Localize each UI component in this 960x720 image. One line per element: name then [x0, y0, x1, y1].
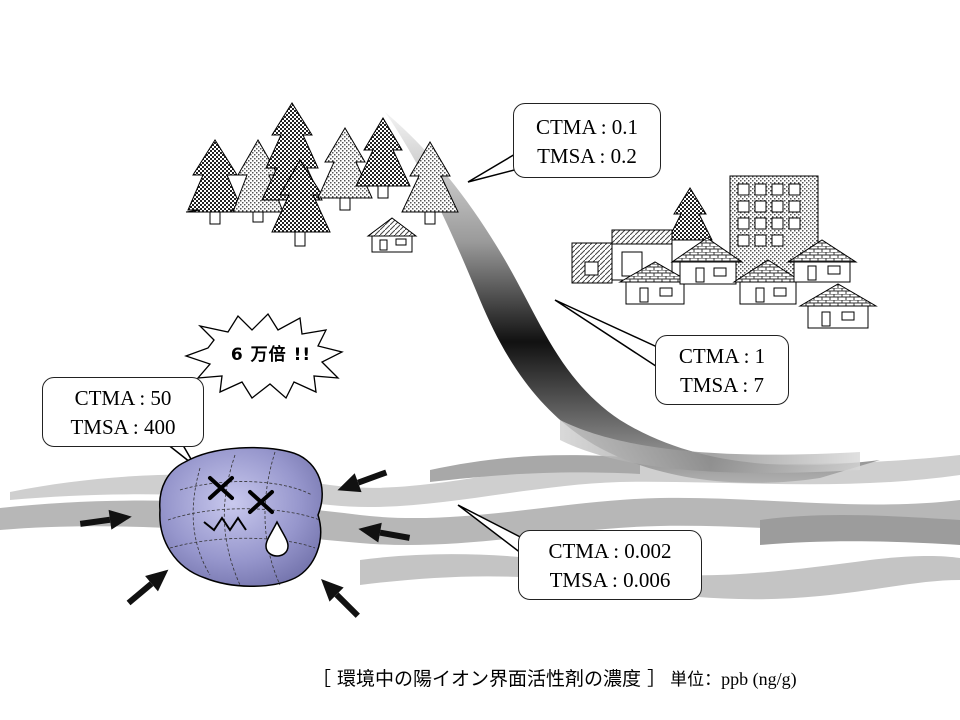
- ctma-value: CTMA : 50: [74, 386, 172, 410]
- arrow-icon: [126, 569, 169, 606]
- ctma-value: CTMA : 1: [678, 344, 766, 368]
- frown-mouth: [203, 516, 247, 532]
- house-icon: [732, 259, 804, 305]
- house-icon: [670, 237, 744, 285]
- clam-icon: [159, 446, 323, 587]
- ctma-value: CTMA : 0.1: [535, 115, 639, 139]
- ctma-value: CTMA : 0.002: [548, 539, 672, 563]
- burst-shape: [184, 312, 344, 400]
- town: [571, 175, 878, 329]
- tmsa-value: TMSA : 400: [70, 415, 176, 439]
- sea-concentration-callout: CTMA : 0.002 TMSA : 0.006: [518, 530, 702, 600]
- arrow-icon: [321, 579, 360, 618]
- tear-drop-icon: [265, 520, 289, 557]
- house-icon: [798, 283, 878, 329]
- arrows: [79, 469, 411, 618]
- forest-concentration-callout: CTMA : 0.1 TMSA : 0.2: [513, 103, 661, 178]
- town-concentration-callout: CTMA : 1 TMSA : 7: [655, 335, 789, 405]
- house-icon: [618, 261, 692, 305]
- tmsa-value: TMSA : 7: [679, 373, 765, 397]
- tree-icon: [401, 141, 459, 225]
- caption-title: ［ 環境中の陽イオン界面活性剤の濃度 ］: [312, 668, 667, 690]
- tree-icon: [667, 187, 713, 241]
- clam-concentration-callout: CTMA : 50 TMSA : 400: [42, 377, 204, 447]
- tmsa-value: TMSA : 0.006: [549, 568, 671, 592]
- forest: [185, 102, 459, 253]
- tree-icon: [355, 117, 411, 199]
- river: [385, 112, 880, 483]
- caption: ［ 環境中の陽イオン界面活性剤の濃度 ］ 単位：ppb (ng/g): [312, 664, 797, 691]
- caption-unit-value: ppb (ng/g): [721, 669, 797, 689]
- house-icon: [786, 239, 858, 283]
- tmsa-value: TMSA : 0.2: [537, 144, 637, 168]
- arrow-icon: [358, 522, 411, 543]
- house-icon: [366, 217, 418, 253]
- tree-icon: [185, 139, 245, 225]
- caption-unit-label: 単位：: [670, 670, 722, 690]
- arrow-icon: [79, 509, 132, 530]
- burst-label: 6 万倍 !!: [230, 345, 312, 365]
- building-icon: [571, 229, 673, 284]
- arrow-icon: [337, 469, 388, 493]
- x-eye-icon: [208, 476, 274, 514]
